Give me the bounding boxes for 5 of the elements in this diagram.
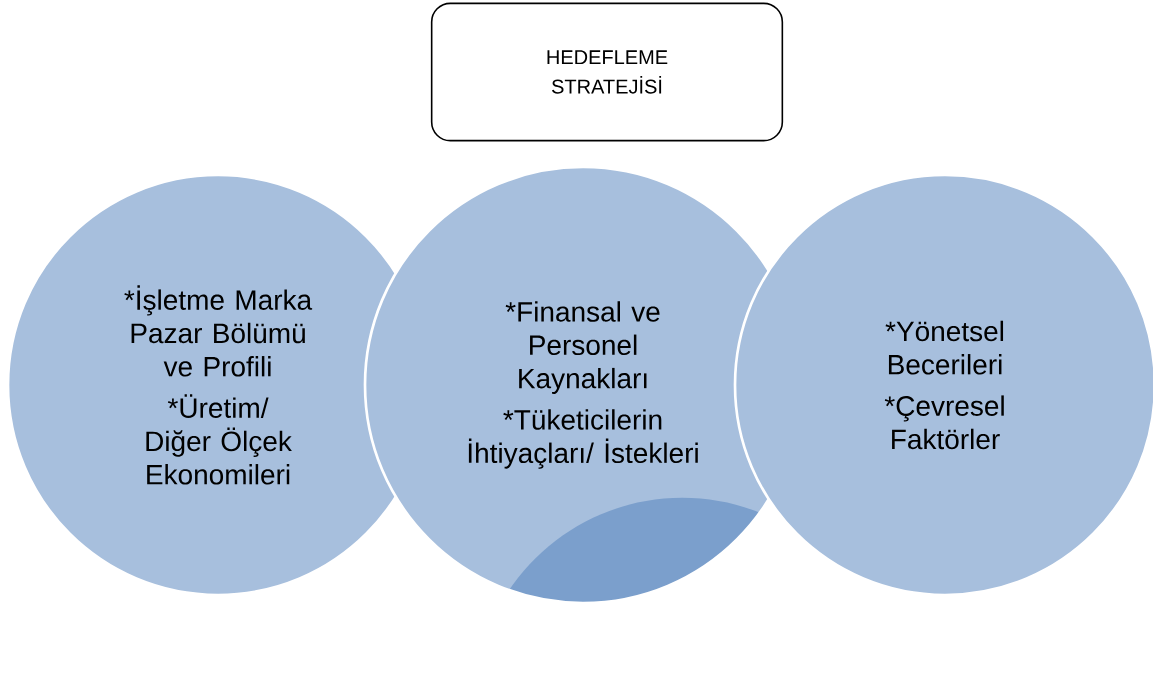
node-label: *Çevresel Faktörler [884,395,1004,450]
title-box: HEDEFLEME STRATEJİSİ [430,2,784,142]
node-label: *Tüketicilerin İhtiyaçları/ İstekleri [468,409,698,469]
node-label: *Finansal ve Personel Kaynakları [505,301,660,394]
node-label: *Yönetsel Becerileri [885,320,1004,375]
